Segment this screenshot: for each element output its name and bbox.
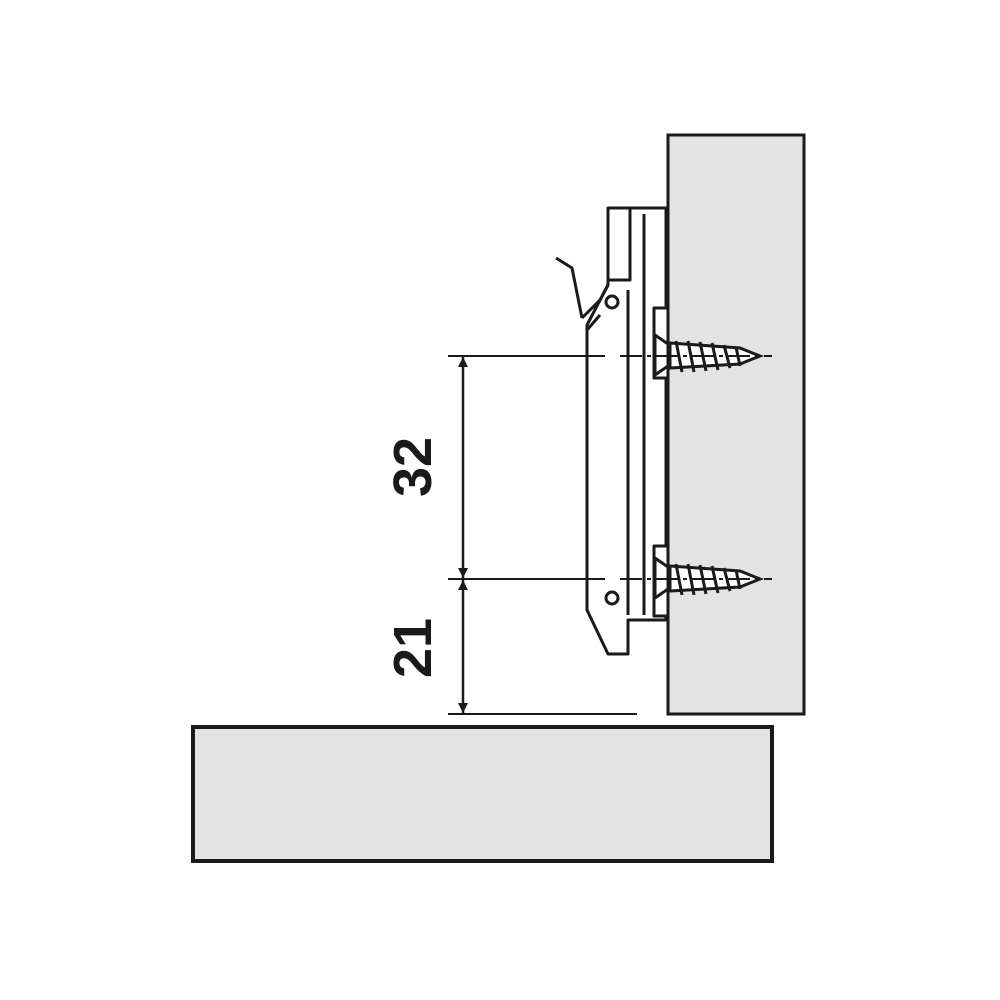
bottom-panel bbox=[191, 725, 774, 863]
dim-label-lower: 21 bbox=[383, 618, 443, 678]
plate-hole-top bbox=[604, 294, 620, 310]
plate-hole-bottom bbox=[604, 590, 620, 606]
screw-icon bbox=[620, 332, 772, 378]
side-panel bbox=[666, 133, 806, 716]
screw-icon bbox=[620, 555, 772, 601]
mounting-plate bbox=[555, 206, 670, 656]
dim-label-upper: 32 bbox=[383, 437, 443, 497]
